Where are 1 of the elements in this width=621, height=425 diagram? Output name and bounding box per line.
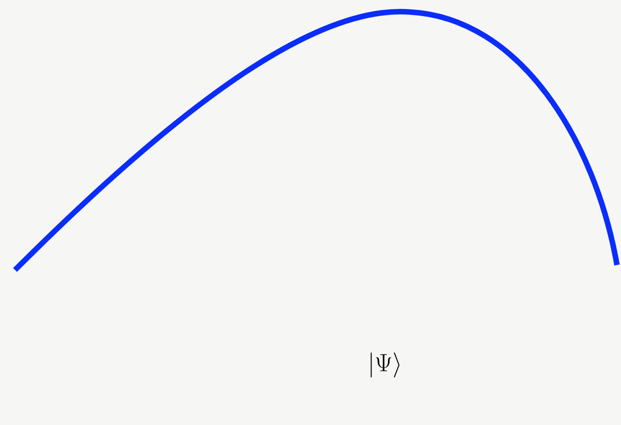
formula-label: $|\Psi\rangle$ — [370, 352, 400, 378]
